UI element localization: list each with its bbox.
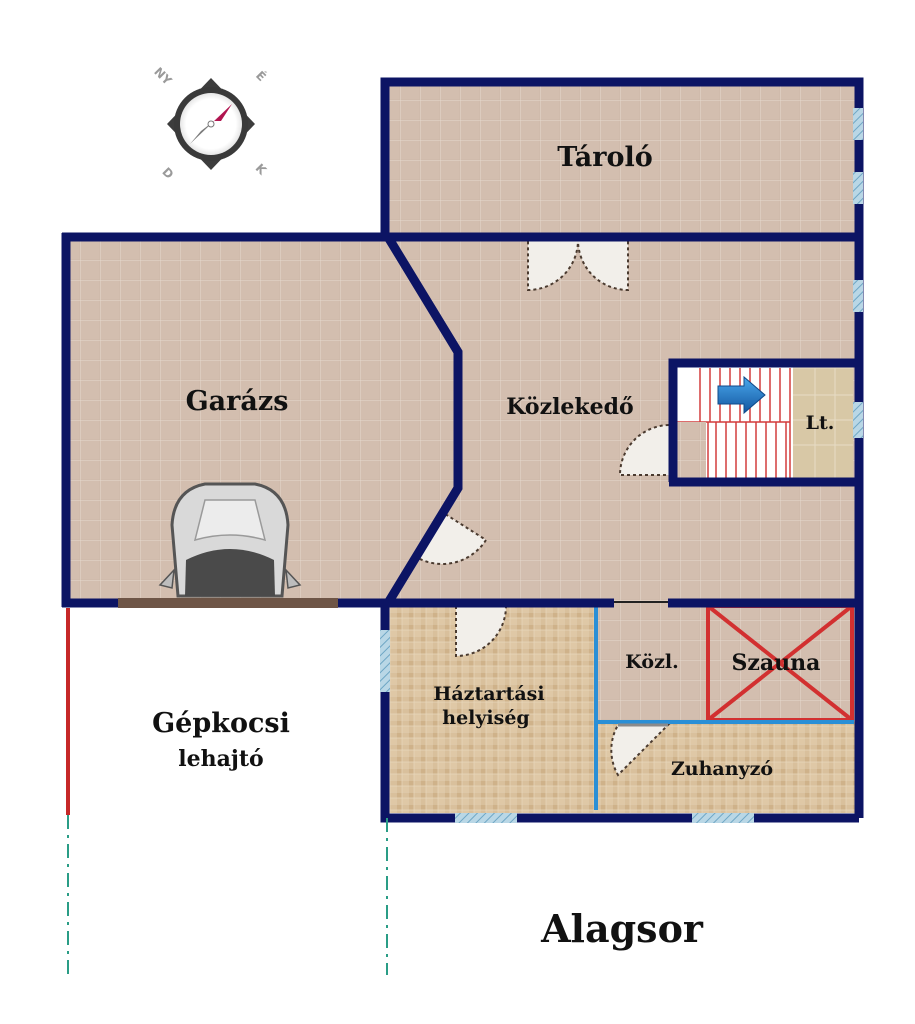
stair-arrow [717, 375, 766, 415]
windows [380, 108, 863, 823]
compass-north-label: É [253, 68, 269, 84]
room-label-corridor-small: Közl. [625, 651, 678, 673]
room-label-hallway: Közlekedő [506, 394, 633, 420]
compass-icon: NY É D K [151, 65, 269, 182]
garage-door [118, 598, 338, 608]
room-label-sauna: Szauna [732, 650, 821, 676]
door-swings [416, 239, 671, 777]
room-label-utility-1: Háztartási [433, 683, 544, 705]
garage-floor [66, 238, 458, 603]
driveway-boundary [66, 608, 388, 975]
car-icon [158, 482, 302, 598]
landing-floor [676, 422, 706, 480]
room-label-lift: Lt. [806, 412, 835, 434]
lift-floor [793, 368, 853, 480]
storage-floor [388, 85, 856, 235]
driveway-label-1: Gépkocsi [152, 708, 290, 739]
floor-title: Alagsor [540, 906, 704, 951]
lift-tiles [793, 367, 853, 480]
corridor-small-floor [596, 603, 706, 722]
compass-east-label: K [253, 161, 270, 178]
room-label-storage: Tároló [557, 142, 653, 173]
compass-south-label: D [159, 165, 176, 182]
room-label-garage: Garázs [186, 386, 289, 417]
driveway-label-2: lehajtó [178, 746, 263, 772]
partitions [594, 605, 854, 810]
hallway-floor [388, 238, 856, 603]
compass-west-label: NY [151, 65, 174, 88]
room-label-utility-2: helyiség [442, 707, 529, 729]
room-label-shower: Zuhanyzó [671, 758, 773, 780]
